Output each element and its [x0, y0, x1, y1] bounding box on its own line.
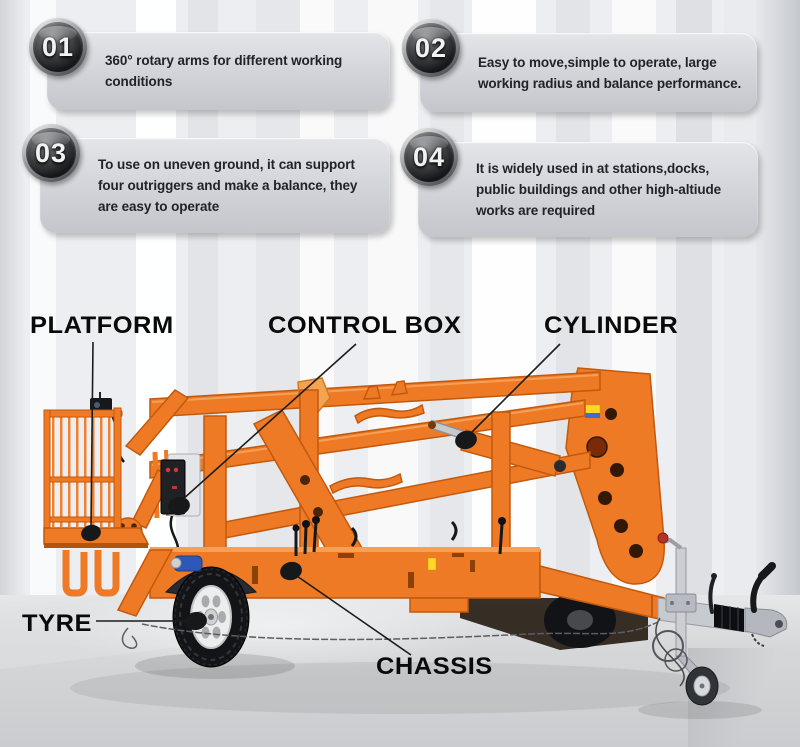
- part-label-control-box: CONTROL BOX: [268, 312, 462, 339]
- feature-text: To use on uneven ground, it can support …: [98, 157, 358, 214]
- badge-gloss: [412, 27, 450, 42]
- feature-number-badge: 04: [400, 128, 458, 186]
- part-label-tyre: TYRE: [22, 610, 92, 637]
- part-label-cylinder: CYLINDER: [544, 312, 679, 339]
- wheel-tyre: [164, 555, 258, 668]
- feature-card-03: 03 To use on uneven ground, it can suppo…: [22, 124, 390, 233]
- ground-shadow: [70, 653, 762, 719]
- badge-orb: [33, 22, 83, 72]
- jockey-wheel: [685, 666, 719, 706]
- feature-text: Easy to move,simple to operate, large wo…: [478, 54, 742, 91]
- badge-orb: [404, 132, 454, 182]
- feature-number-badge: 03: [22, 124, 80, 182]
- part-label-platform: PLATFORM: [30, 312, 174, 339]
- feature-number: 03: [34, 137, 68, 168]
- feature-card-01: 01 360° rotary arms for different workin…: [29, 18, 390, 110]
- platform-basket: [43, 407, 150, 597]
- leader-lines: [90, 341, 561, 656]
- badge-gloss: [39, 26, 77, 41]
- leader-dots: [81, 430, 477, 631]
- badge-gloss: [410, 136, 448, 151]
- feature-number: 01: [41, 31, 75, 62]
- feature-card-04: 04 It is widely used in at stations,dock…: [400, 128, 758, 237]
- badge-orb: [26, 128, 76, 178]
- feature-number: 02: [414, 32, 448, 63]
- control-box: [160, 453, 201, 559]
- control-levers: [292, 516, 506, 556]
- feature-text: It is widely used in at stations,docks, …: [476, 161, 722, 218]
- feature-text: 360° rotary arms for different working c…: [105, 53, 343, 89]
- tow-hitch: [121, 532, 788, 687]
- feature-card-02: 02 Easy to move,simple to operate, large…: [402, 19, 757, 112]
- badge-gloss: [32, 132, 70, 147]
- feature-number-badge: 02: [402, 19, 460, 77]
- part-label-chassis: CHASSIS: [376, 653, 493, 680]
- feature-number: 04: [412, 141, 446, 172]
- feature-number-badge: 01: [29, 18, 87, 76]
- boom-end-frame: [565, 367, 665, 585]
- badge-orb: [406, 23, 456, 73]
